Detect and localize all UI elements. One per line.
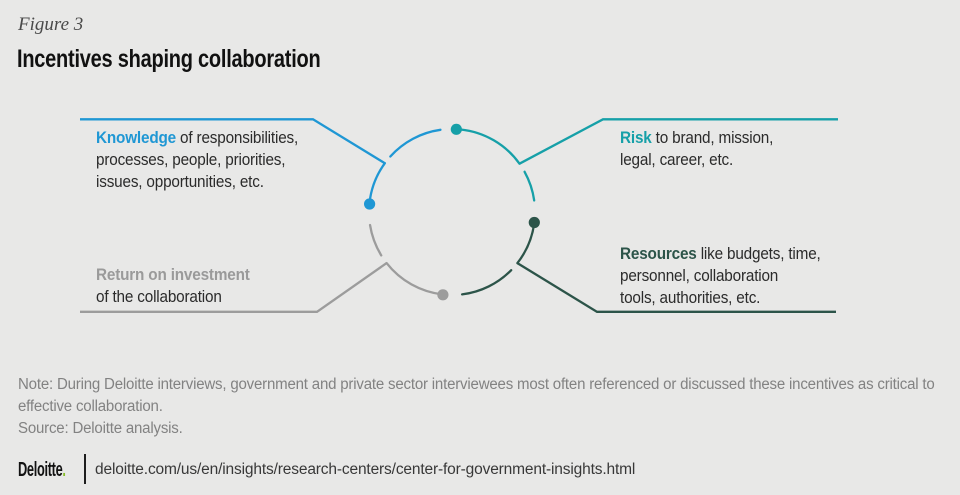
footer-divider (84, 454, 86, 484)
risk-node-dot (450, 123, 462, 135)
knowledge-connector-line (80, 118, 386, 165)
callout-knowledge-line3: issues, opportunities, etc. (96, 172, 264, 191)
risk-connector-line (518, 118, 838, 165)
resources-node-dot (528, 216, 540, 229)
roi-node-dot (437, 289, 449, 301)
callout-roi-lead: Return on investment (96, 265, 250, 284)
risk-arc-lower (523, 170, 536, 202)
callout-risk-lead: Risk (620, 128, 652, 147)
callout-roi-line2: of the collaboration (96, 287, 222, 306)
figure-label: Figure 3 (18, 14, 84, 35)
risk-arc-upper (459, 128, 521, 165)
knowledge-arc-upper (389, 128, 442, 158)
roi-arc-upper (368, 223, 383, 257)
callout-resources-line3: tools, authorities, etc. (620, 288, 761, 307)
callout-resources-line1: Resources like budgets, time, (620, 244, 821, 263)
resources-arc-upper (516, 222, 536, 265)
callout-resources: Resources like budgets, time, personnel,… (620, 243, 821, 309)
knowledge-arc-lower (368, 162, 386, 205)
footer-url: deloitte.com/us/en/insights/research-cen… (95, 461, 636, 478)
callout-roi: Return on investment of the collaboratio… (96, 264, 250, 308)
page-title: Incentives shaping collaboration (17, 45, 321, 73)
deloitte-logo-green-dot: . (62, 459, 66, 481)
source-line: Source: Deloitte analysis. (18, 420, 183, 437)
callout-resources-lead: Resources (620, 244, 697, 263)
note-block: Note: During Deloitte interviews, govern… (18, 374, 935, 440)
roi-arc-lower (385, 261, 444, 296)
note-line2: effective collaboration. (18, 398, 163, 415)
callout-knowledge-line2: processes, people, priorities, (96, 150, 286, 169)
resources-connector-line (516, 262, 836, 313)
roi-connector-line (80, 262, 388, 313)
callout-risk-line2: legal, career, etc. (620, 150, 734, 169)
note-line1: Note: During Deloitte interviews, govern… (18, 376, 935, 393)
callout-risk-line1: Risk to brand, mission, (620, 128, 774, 147)
resources-arc-lower (460, 269, 513, 296)
callout-knowledge-line1: Knowledge of responsibilities, (96, 128, 299, 147)
deloitte-logo: Deloitte. (18, 459, 66, 481)
callout-roi-line1: Return on investment (96, 264, 250, 286)
callout-resources-line2: personnel, collaboration (620, 266, 779, 285)
callout-risk: Risk to brand, mission, legal, career, e… (620, 127, 773, 171)
knowledge-node-dot (364, 198, 376, 210)
callout-knowledge: Knowledge of responsibilities, processes… (96, 127, 298, 193)
callout-knowledge-lead: Knowledge (96, 128, 176, 147)
